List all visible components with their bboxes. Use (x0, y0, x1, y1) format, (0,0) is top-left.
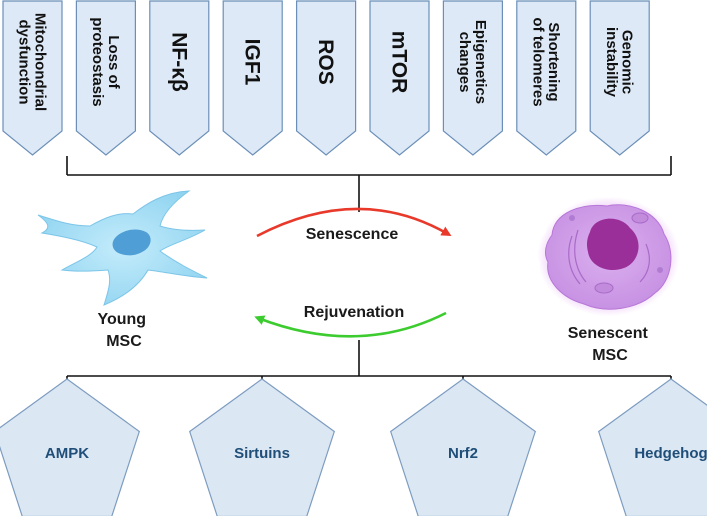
senescence-label: Senescence (306, 226, 399, 243)
senescent-msc-cell-icon (537, 196, 680, 317)
factor-box: Shorteningof telomeres (516, 0, 577, 156)
factor-label: Epigeneticschanges (457, 20, 490, 104)
pathway-pentagon: Sirtuins (188, 378, 336, 516)
factor-label: IGF1 (241, 39, 264, 86)
factor-box: ROS (296, 0, 357, 156)
factor-label: ROS (315, 39, 338, 85)
aging-factors: Mitochondrialdysfunction Loss ofproteosta… (2, 0, 650, 156)
factor-box: Loss ofproteostasis (75, 0, 136, 156)
pathway-pentagon: Hedgehog (597, 378, 707, 516)
senescent-msc-label: Senescent MSC (568, 325, 653, 364)
factor-box: Genomicinstability (589, 0, 650, 156)
factor-box: mTOR (369, 0, 430, 156)
factor-label: Loss ofproteostasis (90, 17, 123, 106)
factor-box: Mitochondrialdysfunction (2, 0, 63, 156)
pathway-label: Hedgehog (634, 445, 707, 462)
top-connector (66, 156, 672, 212)
rejuvenation-arrow (254, 311, 447, 338)
factor-label: Mitochondrialdysfunction (16, 13, 49, 111)
factor-box: IGF1 (222, 0, 283, 156)
factor-label: NF-κβ (168, 32, 191, 92)
factor-box: NF-κβ (149, 0, 210, 156)
factor-box: Epigeneticschanges (442, 0, 503, 156)
factor-label: mTOR (388, 31, 411, 94)
pathway-label: Nrf2 (448, 445, 478, 462)
pathway-label: AMPK (45, 445, 89, 462)
bottom-connector (66, 340, 672, 397)
pathway-label: Sirtuins (234, 445, 290, 462)
young-msc-cell-icon (37, 190, 208, 306)
rejuvenation-label: Rejuvenation (304, 304, 404, 321)
factor-label: Shorteningof telomeres (530, 17, 563, 106)
factor-label: Genomicinstability (603, 27, 636, 98)
pathway-pentagon: Nrf2 (389, 378, 537, 516)
pathway-pentagon: AMPK (0, 378, 141, 516)
senescence-arrow (256, 207, 452, 238)
signaling-pathways: AMPK Sirtuins Nrf2 Hedgehog (0, 378, 707, 516)
young-msc-label: Young MSC (97, 311, 150, 350)
